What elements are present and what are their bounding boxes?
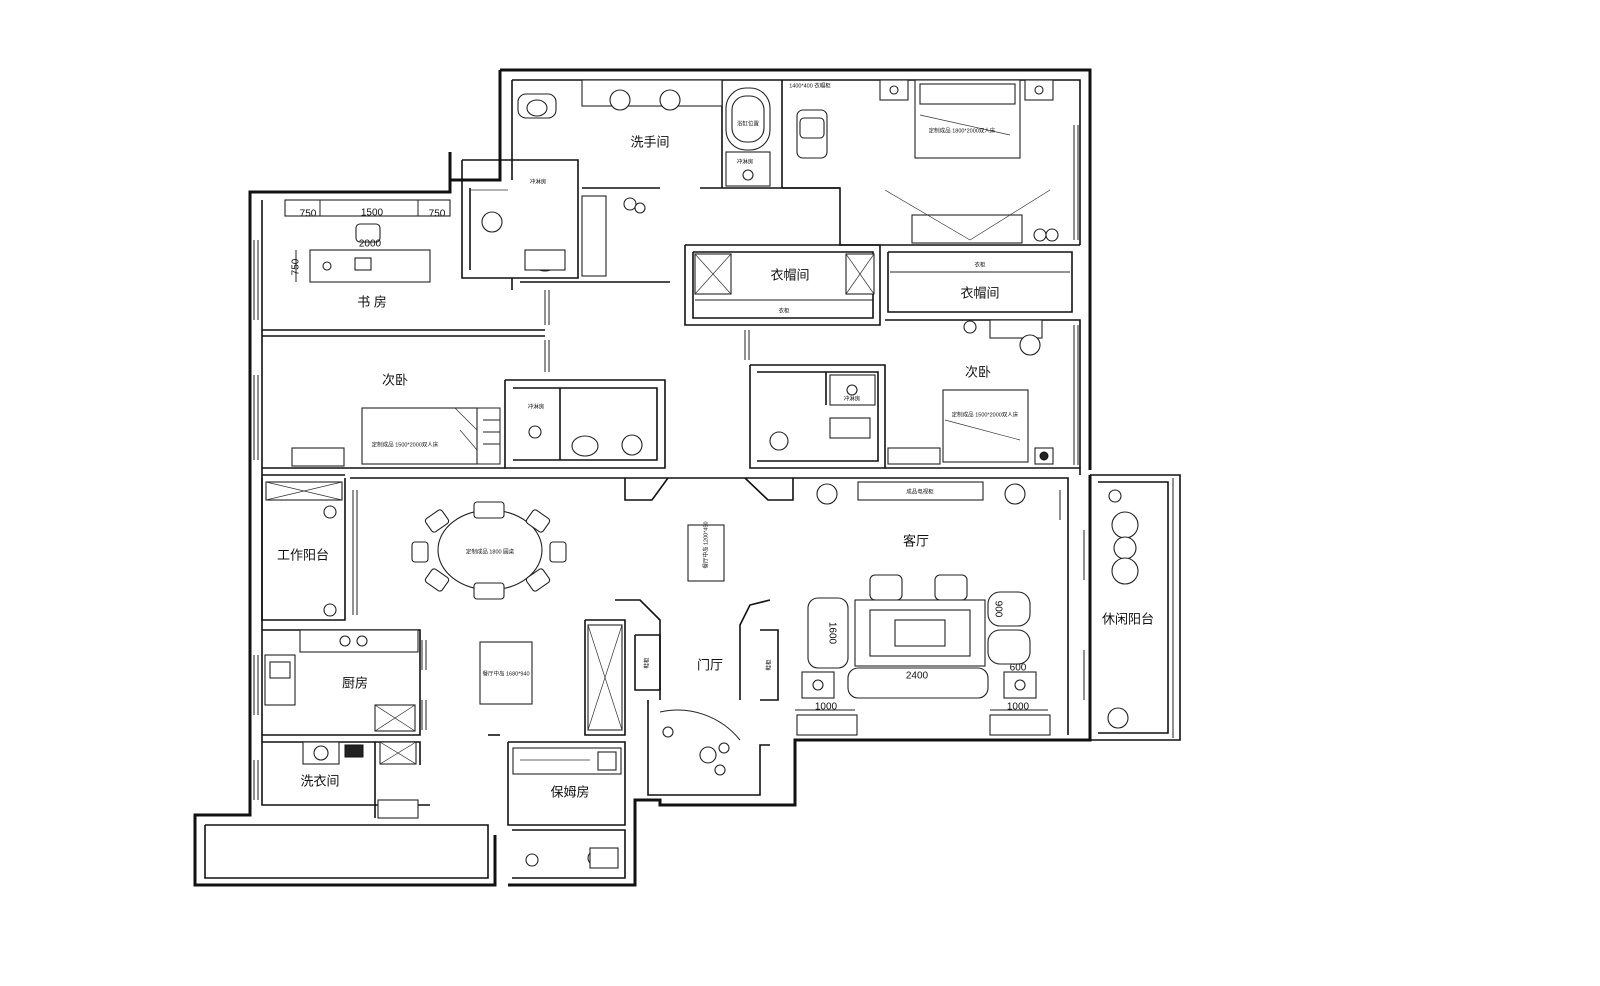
label-foyer: 门厅	[697, 657, 723, 672]
label-shower-2: 冲淋房	[737, 157, 754, 165]
label-shower-1: 冲淋房	[530, 177, 547, 185]
dim-sofa-depth: 1600	[826, 622, 837, 645]
label-wardrobe: 衣柜	[778, 306, 790, 314]
dim-study-right: 750	[429, 209, 446, 220]
dim-table-left: 1000	[815, 702, 838, 713]
dining-furniture	[411, 501, 725, 705]
leisure-balcony-furniture	[1107, 489, 1139, 729]
label-bedroom-left: 次卧	[382, 372, 408, 387]
closet-furniture	[694, 253, 1070, 356]
label-shoe-cabinet-2: 鞋柜	[764, 659, 772, 671]
label-living-room: 客厅	[903, 533, 929, 548]
label-kitchen-island: 餐厅中岛 1680*940	[482, 669, 529, 677]
dim-study-depth: 750	[291, 258, 302, 275]
study-furniture	[284, 199, 451, 283]
washroom-fixtures	[470, 79, 771, 277]
label-bed-left: 定制成品 1500*2000双人床	[372, 440, 439, 448]
label-study: 书 房	[357, 294, 387, 309]
dim-study-mid: 1500	[361, 208, 384, 219]
dim-chair-size: 900	[992, 601, 1003, 618]
label-wardrobe-2: 衣柜	[974, 260, 986, 268]
master-bedroom-furniture	[796, 79, 1059, 244]
windows	[253, 125, 1085, 800]
label-closet-a: 衣帽间	[770, 267, 809, 282]
label-laundry: 洗衣间	[300, 773, 339, 788]
label-shower-3: 冲淋房	[528, 402, 545, 410]
fixture-labels: 冲淋房 冲淋房 冲淋房 冲淋房 浴缸位置 定制成品 1800*2000双人床 定…	[372, 81, 1019, 677]
label-wardrobe-top: 1400*400 衣帽柜	[789, 81, 831, 89]
room-labels: 洗手间 书 房 衣帽间 衣帽间 次卧 次卧 工作阳台 客厅 休闲阳台 厨房 门厅…	[277, 134, 1154, 799]
label-master-bed: 定制成品 1800*2000双人床	[929, 126, 996, 134]
label-side-cabinet: 餐厅中岛 1200*450	[701, 521, 709, 568]
left-bedroom-furniture	[291, 407, 643, 467]
maid-room-furniture	[512, 747, 622, 869]
living-room-furniture	[795, 481, 1051, 736]
foyer-furniture	[587, 624, 741, 776]
inner-walls	[261, 80, 1181, 879]
label-bedroom-right: 次卧	[965, 364, 991, 379]
label-closet-b: 衣帽间	[960, 285, 999, 300]
dimension-labels: 750 1500 750 2000 750 1600 2400 900 600 …	[291, 208, 1030, 713]
label-bathtub: 浴缸位置	[737, 119, 760, 127]
right-bedroom-furniture	[769, 374, 1054, 465]
dim-sofa-width: 2400	[906, 671, 929, 682]
dim-study-desk: 2000	[359, 239, 382, 250]
label-maid-room: 保姆房	[550, 784, 589, 799]
label-shower-4: 冲淋房	[844, 394, 861, 402]
laundry-furniture	[302, 741, 419, 819]
label-bed-right: 定制成品 1500*2000双人床	[952, 410, 1019, 418]
label-leisure-balcony: 休闲阳台	[1102, 611, 1154, 626]
dim-study-left: 750	[300, 209, 317, 220]
label-dining-table: 定制成品 1800 圆桌	[466, 547, 515, 555]
label-bathroom-main: 洗手间	[630, 134, 669, 149]
label-work-balcony: 工作阳台	[277, 547, 329, 562]
label-tv-cabinet: 成品电视柜	[906, 487, 934, 495]
label-kitchen: 厨房	[342, 675, 368, 690]
work-balcony-fixtures	[265, 481, 343, 617]
dim-table-right: 1000	[1007, 702, 1030, 713]
label-shoe-cabinet: 鞋柜	[642, 657, 650, 669]
kitchen-furniture	[264, 629, 419, 732]
dim-side-gap: 600	[1010, 663, 1027, 674]
